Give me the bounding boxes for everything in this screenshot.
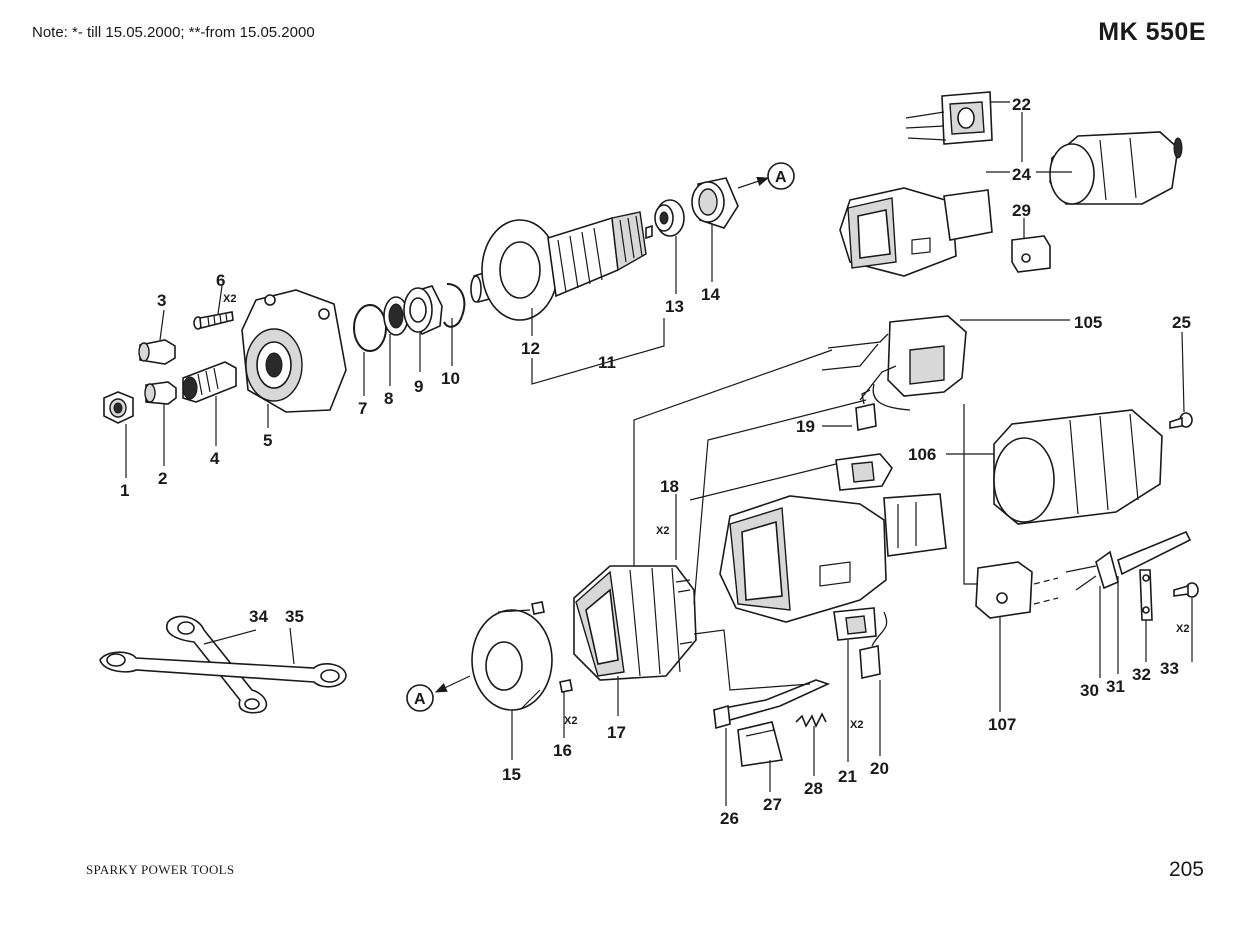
- callout-24: 24: [1012, 165, 1031, 184]
- callout-26: 26: [720, 809, 739, 828]
- callout-15: 15: [502, 765, 521, 784]
- callout-35: 35: [285, 607, 304, 626]
- model-title: MK 550E: [1098, 18, 1206, 46]
- callout-4: 4: [210, 449, 220, 468]
- part-30-cable-guard: [1065, 530, 1192, 591]
- part-106-cover: [993, 409, 1163, 525]
- callout-13: 13: [665, 297, 684, 316]
- part-8-washer: [383, 296, 409, 336]
- part-19-brush: [855, 389, 877, 431]
- part-28-spring: [795, 712, 827, 728]
- callout-8: 8: [384, 389, 393, 408]
- part-22-brush-holder: [905, 91, 993, 145]
- part-21-brush-holder: [833, 607, 877, 641]
- callout-2: 2: [158, 469, 167, 488]
- connector-a-top-label: A: [775, 169, 787, 186]
- part-29-switch: [1011, 235, 1051, 273]
- quantity-21: X2: [850, 719, 863, 731]
- callout-22: 22: [1012, 95, 1031, 114]
- page-number: 205: [1168, 858, 1204, 881]
- part-24-rear-cover: [1049, 131, 1183, 205]
- quantity-33: X2: [1176, 623, 1189, 635]
- callout-32: 32: [1132, 665, 1151, 684]
- part-15-ring: [471, 609, 553, 711]
- part-3-collet: [138, 339, 176, 365]
- part-motor-housing-center: [719, 493, 947, 623]
- callout-29: 29: [1012, 201, 1031, 220]
- part-9-bearing: [403, 285, 443, 335]
- part-32-cable-clamp: [1139, 569, 1153, 621]
- part-16-pins: [531, 601, 573, 693]
- part-18-brush-holder: [835, 453, 893, 491]
- part-1-collet-nut: [103, 391, 134, 424]
- callout-16: 16: [553, 741, 572, 760]
- part-26-switch-lever: [713, 679, 831, 730]
- callout-9: 9: [414, 377, 423, 396]
- part-35-spanner: [99, 651, 347, 688]
- part-10-circlip: [443, 283, 466, 328]
- part-107-switch: [975, 561, 1059, 619]
- revision-note: Note: *- till 15.05.2000; **-from 15.05.…: [32, 24, 315, 41]
- callout-25: 25: [1172, 313, 1191, 332]
- part-7-ring: [353, 304, 387, 352]
- quantity-18: X2: [656, 525, 669, 537]
- leader-lines: [125, 101, 1193, 806]
- part-2-collet: [144, 381, 177, 405]
- callout-21: 21: [838, 767, 857, 786]
- callout-10: 10: [441, 369, 460, 388]
- callout-6: 6: [216, 271, 225, 290]
- connector-a-bottom-label: A: [414, 691, 426, 708]
- quantity-16: X2: [564, 715, 577, 727]
- callout-12: 12: [521, 339, 540, 358]
- part-25-screw: [1169, 412, 1193, 429]
- part-105-cable-cover: [821, 315, 967, 411]
- part-13-bearing: [654, 199, 685, 237]
- callout-5: 5: [263, 431, 272, 450]
- connector-a-top: [767, 162, 795, 190]
- part-5-flange: [241, 289, 347, 413]
- callout-17: 17: [607, 723, 626, 742]
- connector-a-bottom: [406, 684, 434, 712]
- callout-107: 107: [988, 715, 1016, 734]
- callout-11: 11: [598, 353, 616, 372]
- part-17-stator: [573, 565, 697, 681]
- callout-7: 7: [358, 399, 367, 418]
- callout-34: 34: [249, 607, 268, 626]
- callout-3: 3: [157, 291, 166, 310]
- part-12-armature: [470, 211, 653, 321]
- callout-20: 20: [870, 759, 889, 778]
- part-24-motor-housing: [839, 187, 993, 277]
- part-20-brush: [859, 611, 888, 679]
- part-14-bearing-sleeve: [691, 177, 739, 229]
- callout-19: 19: [796, 417, 815, 436]
- footer-brand: SPARKY POWER TOOLS: [86, 862, 235, 877]
- quantity-6: X2: [223, 293, 236, 305]
- callout-14: 14: [701, 285, 720, 304]
- callout-30: 30: [1080, 681, 1099, 700]
- callout-1: 1: [120, 481, 129, 500]
- callout-27: 27: [763, 795, 782, 814]
- part-27-switch-button: [737, 721, 784, 767]
- callout-28: 28: [804, 779, 823, 798]
- part-6-screw: [193, 311, 234, 330]
- part-4-collet-holder: [182, 361, 237, 403]
- callout-105: 105: [1074, 313, 1102, 332]
- callout-31: 31: [1106, 677, 1125, 696]
- callout-33: 33: [1160, 659, 1179, 678]
- callout-18: 18: [660, 477, 679, 496]
- callout-106: 106: [908, 445, 936, 464]
- part-33-screw: [1173, 582, 1199, 598]
